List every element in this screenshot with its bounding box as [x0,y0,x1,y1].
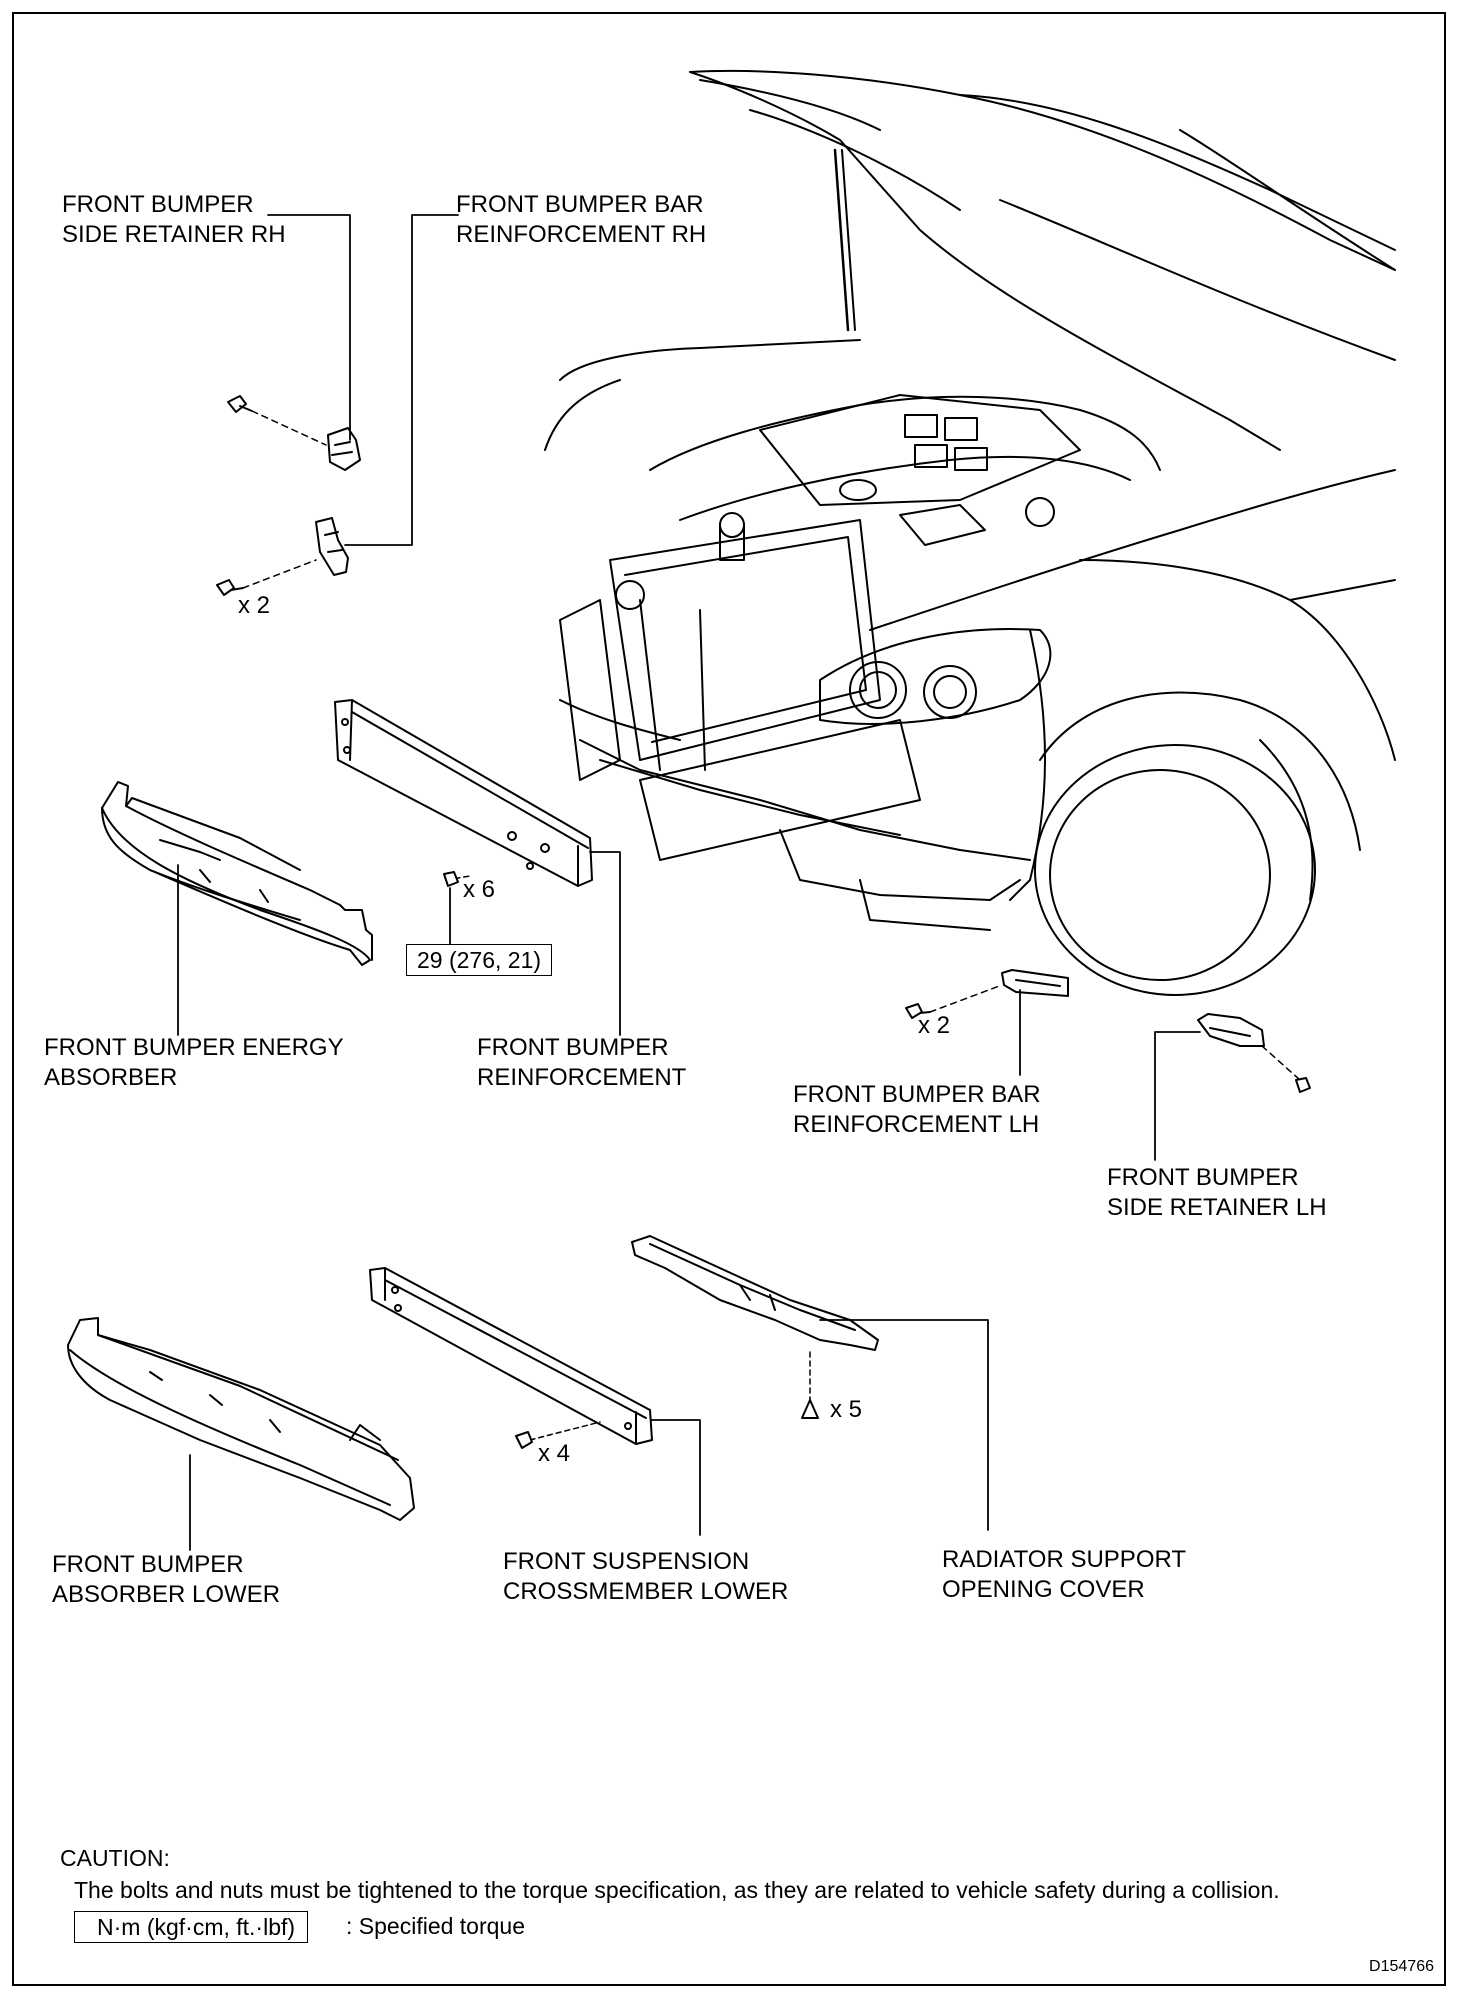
qty-bar-reinforcement-lh: x 2 [918,1012,951,1039]
label-line: FRONT BUMPER [52,1551,244,1578]
label-line: SIDE RETAINER RH [62,221,286,248]
reference-code: D154766 [1369,1958,1434,1975]
label-bumper-reinforcement: FRONT BUMPER REINFORCEMENT [477,1033,686,1093]
label-line: REINFORCEMENT RH [456,221,707,248]
bumper-reinforcement-part [334,699,593,887]
qty-bar-reinforcement-rh: x 2 [238,592,271,619]
label-radiator-cover: RADIATOR SUPPORT OPENING COVER [942,1545,1186,1605]
label-side-retainer-lh: FRONT BUMPER SIDE RETAINER LH [1107,1163,1327,1223]
absorber-lower-part [67,1317,415,1521]
qty-cover-clips: x 5 [830,1396,863,1423]
label-line: RADIATOR SUPPORT [942,1546,1187,1573]
vehicle-illustration [544,69,1396,996]
label-bar-reinforcement-rh: FRONT BUMPER BAR REINFORCEMENT RH [456,190,706,250]
label-line: FRONT BUMPER BAR [793,1081,1041,1108]
qty-crossmember-bolts: x 4 [538,1440,571,1467]
label-absorber-lower: FRONT BUMPER ABSORBER LOWER [52,1550,280,1610]
caution-text: The bolts and nuts must be tightened to … [74,1877,1280,1903]
leader-lines [177,214,1201,1551]
bar-reinforcement-lh-part [905,969,1069,1019]
label-line: FRONT BUMPER BAR [456,191,704,218]
label-bar-reinforcement-lh: FRONT BUMPER BAR REINFORCEMENT LH [793,1080,1041,1140]
label-side-retainer-rh: FRONT BUMPER SIDE RETAINER RH [62,190,286,250]
bar-reinforcement-rh-part [216,517,349,596]
label-line: OPENING COVER [942,1576,1145,1603]
label-line: REINFORCEMENT [477,1064,687,1091]
label-line: FRONT SUSPENSION [503,1548,750,1575]
label-line: SIDE RETAINER LH [1107,1194,1327,1221]
label-crossmember-lower: FRONT SUSPENSION CROSSMEMBER LOWER [503,1547,788,1607]
label-line: ABSORBER LOWER [52,1581,281,1608]
qty-reinforcement-bolts: x 6 [463,876,496,903]
energy-absorber-part [101,781,373,966]
label-line: FRONT BUMPER [62,191,254,218]
torque-spec-box: 29 (276, 21) [406,944,553,976]
torque-unit-legend-box: N·m (kgf·cm, ft.·lbf) [74,1911,309,1943]
torque-legend-text: : Specified torque [346,1913,526,1939]
radiator-cover-part [631,1235,879,1419]
label-line: ABSORBER [44,1064,178,1091]
label-line: FRONT BUMPER [1107,1164,1299,1191]
side-retainer-lh-part [1197,1013,1311,1093]
label-line: REINFORCEMENT LH [793,1111,1040,1138]
label-line: FRONT BUMPER ENERGY [44,1034,344,1061]
diagram-frame [12,12,1446,1986]
label-energy-absorber: FRONT BUMPER ENERGY ABSORBER [44,1033,344,1093]
caution-heading: CAUTION: [60,1845,170,1871]
label-line: FRONT BUMPER [477,1034,669,1061]
side-retainer-rh-part [227,395,361,471]
crossmember-lower-part [369,1267,653,1449]
label-line: CROSSMEMBER LOWER [503,1578,789,1605]
